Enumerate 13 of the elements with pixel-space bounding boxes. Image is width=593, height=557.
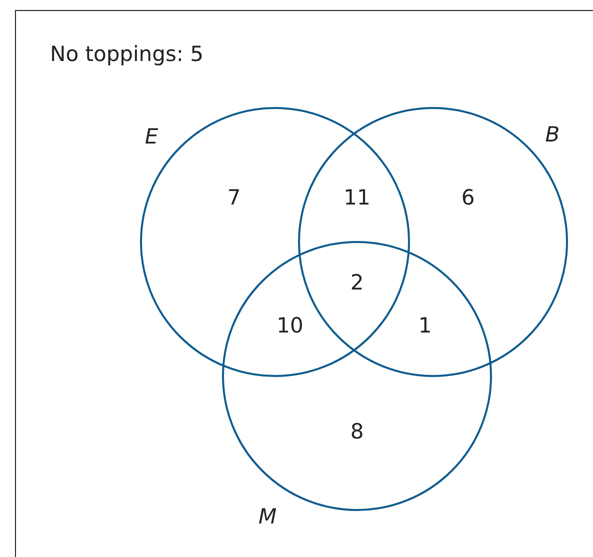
region-count: 7: [227, 188, 241, 208]
universal-set-frame: [15, 10, 593, 557]
region-count: 11: [344, 188, 370, 208]
set-circle: [140, 106, 410, 376]
outside-count: No toppings: 5: [50, 44, 204, 65]
region-count: 8: [350, 422, 364, 442]
region-count: 6: [461, 188, 475, 208]
set-label: E: [144, 126, 158, 147]
region-count: 2: [350, 272, 364, 294]
region-count: 1: [418, 316, 432, 336]
region-count: 10: [276, 316, 304, 336]
set-label: M: [258, 506, 277, 527]
set-label: B: [545, 124, 560, 145]
